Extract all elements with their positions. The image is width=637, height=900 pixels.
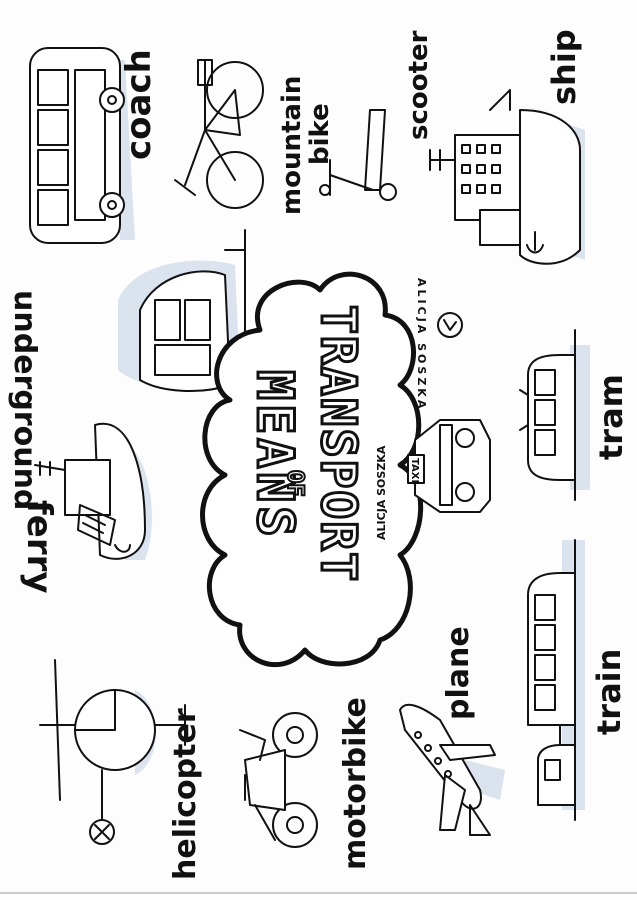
train-drawing [527,539,585,821]
title-of: OF [282,470,307,497]
label-motorbike: motorbike [338,697,373,870]
label-helicopter: helicopter [168,708,203,880]
author-circle-text: ALICJA SOSZKA [415,278,428,411]
underground-drawing [118,229,246,396]
author-name: ALICJA SOSZKA [375,445,388,540]
label-coach: coach [119,49,159,160]
taxi-sign: TAXI [409,458,420,483]
title-means: MEANS [246,370,304,541]
label-ferry: ferry [19,500,59,594]
plane-drawing [399,703,505,836]
coach-drawing [29,47,135,244]
helicopter-drawing [39,659,186,845]
title-cloud [200,271,424,668]
label-plane: plane [441,626,476,720]
label-train: train [590,649,628,735]
tram-drawing [519,329,590,501]
label-ship: ship [545,29,583,105]
title-transport: TRANSPORT [310,305,366,583]
ship-drawing [429,89,585,265]
motorbike-drawing [239,712,318,848]
label-underground: underground [7,290,42,510]
label-scooter: scooter [404,30,434,140]
label-bike: bike [305,103,335,165]
ferry-drawing [34,422,152,560]
label-mountain: mountain [277,76,307,215]
author-circle [437,312,463,338]
mountain-bike-drawing [174,59,264,209]
scooter-drawing [319,109,397,201]
label-tram: tram [592,374,630,460]
taxi-drawing [407,419,491,513]
